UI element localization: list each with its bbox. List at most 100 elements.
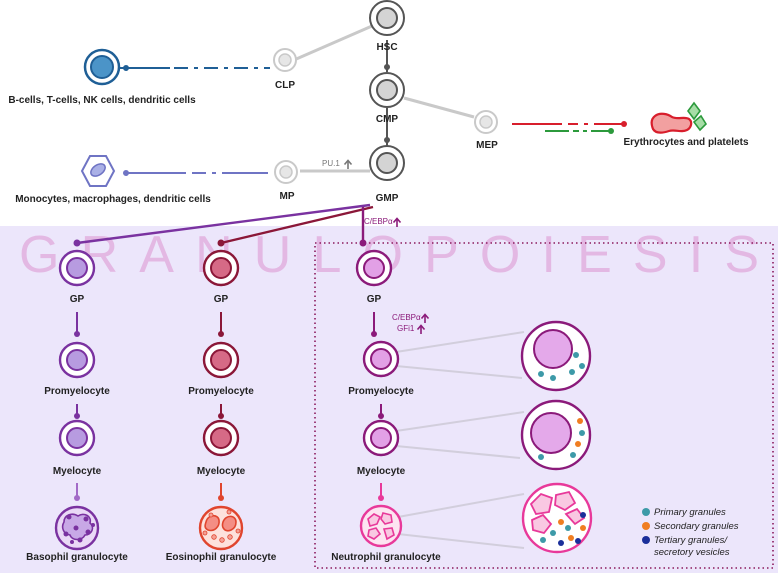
- basophil-granulocyte-label: Basophil granulocyte: [26, 552, 128, 563]
- secondary-granule: [558, 519, 564, 525]
- basophil-granulocyte-cell: [54, 505, 100, 551]
- tertiary-granule: [575, 538, 581, 544]
- legend-secondary-swatch: [642, 522, 650, 530]
- primary-granule: [579, 430, 585, 436]
- hsc-cmp-dot: [384, 64, 390, 70]
- basophil-dot-2: [74, 413, 80, 419]
- pu1-up-arrow-icon: [343, 159, 353, 169]
- primary-granule: [540, 537, 546, 543]
- secondary-granule: [580, 525, 586, 531]
- mep-erythro-green-dot: [608, 128, 614, 134]
- gmp-label: GMP: [376, 193, 399, 204]
- eosinophil-granulocyte-cell: [198, 505, 244, 551]
- eosinophil-dot-1: [218, 331, 224, 337]
- enlarged-myelocyte: [520, 399, 592, 471]
- gmp-basophil-dot: [73, 239, 81, 247]
- promyelocyte-zoom-line-top: [395, 331, 525, 353]
- neutrophil-myelocyte-cell: [362, 419, 400, 457]
- cmp-cell: [369, 72, 405, 108]
- granulocyte-zoom-line-top: [397, 493, 525, 518]
- cmp-gmp-dot: [384, 137, 390, 143]
- primary-granule: [550, 530, 556, 536]
- eosinophil-promyelocyte-label: Promyelocyte: [188, 386, 254, 397]
- neutrophil-promyelocyte-cell: [362, 340, 400, 378]
- primary-granule: [538, 454, 544, 460]
- legend-primary-swatch: [642, 508, 650, 516]
- basophil-myelocyte-cell: [58, 419, 96, 457]
- cebpa-gmp-up-arrow-icon: [392, 217, 402, 227]
- gmp-cell: [369, 145, 405, 181]
- neutrophil-gp-cell: [355, 249, 393, 287]
- neutrophil-gp-label: GP: [367, 294, 382, 305]
- neutrophil-cebpa-label: C/EBPα: [392, 313, 421, 322]
- lymphoid-label: B-cells, T-cells, NK cells, dendritic ce…: [8, 95, 196, 106]
- clp-lymphoid-dot: [123, 65, 129, 71]
- neutrophil-dot-3: [378, 495, 384, 501]
- neutrophil-myelocyte-label: Myelocyte: [357, 466, 406, 477]
- legend-tertiary-label-line2: secretory vesicles: [654, 547, 730, 558]
- mp-label: MP: [280, 191, 295, 202]
- secondary-granule: [577, 418, 583, 424]
- secondary-granule: [575, 441, 581, 447]
- basophil-gp-cell: [58, 249, 96, 287]
- eosinophil-promyelocyte-cell: [202, 341, 240, 379]
- eosinophil-gp-label: GP: [214, 294, 229, 305]
- neutrophil-cebpa-up-arrow-icon: [420, 313, 430, 323]
- primary-granule: [538, 371, 544, 377]
- myelocyte-zoom-line-bottom: [395, 445, 521, 459]
- mep-label: MEP: [476, 140, 498, 151]
- pu1-label: PU.1: [322, 159, 340, 168]
- neutrophil-granulocyte-cell: [359, 504, 403, 548]
- primary-granule: [579, 363, 585, 369]
- eosinophil-dot-2: [218, 413, 224, 419]
- basophil-promyelocyte-cell: [58, 341, 96, 379]
- basophil-dot-1: [74, 331, 80, 337]
- mp-monocytic-dot: [123, 170, 129, 176]
- hsc-label: HSC: [376, 42, 397, 53]
- eosinophil-myelocyte-cell: [202, 419, 240, 457]
- basophil-promyelocyte-label: Promyelocyte: [44, 386, 110, 397]
- primary-granule: [570, 452, 576, 458]
- erythroid-label: Erythrocytes and platelets: [623, 137, 748, 148]
- gmp-eosinophil-link: [220, 205, 374, 245]
- neutrophil-gfi1-label: GFi1: [397, 324, 415, 333]
- secondary-granule: [568, 535, 574, 541]
- neutrophil-gfi1-up-arrow-icon: [416, 324, 426, 334]
- basophil-myelocyte-label: Myelocyte: [53, 466, 102, 477]
- cmp-mep-link: [403, 96, 475, 119]
- hsc-clp-link: [293, 24, 373, 62]
- primary-granule: [565, 525, 571, 531]
- neutrophil-dot-1: [371, 331, 377, 337]
- eosinophil-myelocyte-label: Myelocyte: [197, 466, 246, 477]
- monocytic-label: Monocytes, macrophages, dendritic cells: [15, 194, 211, 205]
- primary-granule: [569, 369, 575, 375]
- cmp-label: CMP: [376, 114, 399, 125]
- enlarged-neutrophil: [521, 482, 593, 554]
- gmp-neutrophil-dot: [359, 239, 367, 247]
- primary-granule: [550, 375, 556, 381]
- clp-cell: [273, 48, 297, 72]
- gmp-eosinophil-dot: [217, 239, 225, 247]
- monocyte-icon: [80, 155, 116, 187]
- mep-erythro-red-dot: [621, 121, 627, 127]
- mp-cell: [274, 160, 298, 184]
- basophil-dot-3: [74, 495, 80, 501]
- legend-secondary-label: Secondary granules: [654, 521, 739, 532]
- gmp-basophil-link: [76, 203, 371, 245]
- neutrophil-dot-2: [378, 413, 384, 419]
- tertiary-granule: [558, 540, 564, 546]
- legend-primary-label: Primary granules: [654, 507, 726, 518]
- clp-label: CLP: [275, 80, 295, 91]
- neutrophil-granulocyte-label: Neutrophil granulocyte: [331, 552, 441, 563]
- granulocyte-zoom-line-bottom: [397, 533, 525, 549]
- erythrocyte-platelet-icon: [650, 101, 708, 134]
- myelocyte-zoom-line-top: [395, 411, 525, 432]
- tertiary-granule: [580, 512, 586, 518]
- primary-granule: [573, 352, 579, 358]
- basophil-gp-label: GP: [70, 294, 85, 305]
- eosinophil-granulocyte-label: Eosinophil granulocyte: [166, 552, 277, 563]
- promyelocyte-zoom-line-bottom: [395, 365, 523, 379]
- mep-cell: [474, 110, 498, 134]
- neutrophil-promyelocyte-label: Promyelocyte: [348, 386, 414, 397]
